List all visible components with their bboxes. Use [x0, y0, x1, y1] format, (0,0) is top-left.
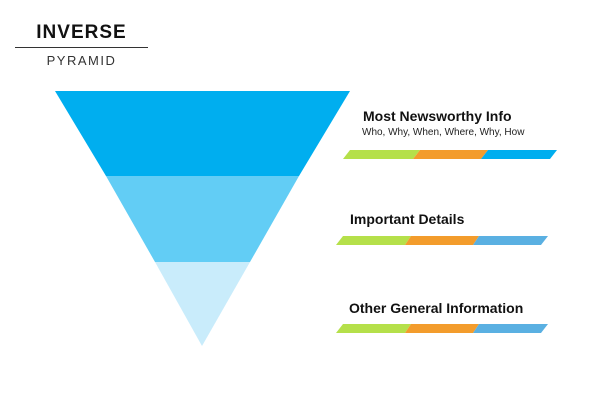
level-2-color-bar — [336, 236, 548, 245]
level-2-bar-blue — [473, 236, 548, 245]
level-3-bar-orange — [405, 324, 479, 333]
title-divider — [15, 47, 148, 48]
pyramid-tier-middle — [106, 176, 299, 262]
level-1-title: Most Newsworthy Info — [363, 108, 512, 124]
diagram-subtitle: PYRAMID — [46, 53, 117, 68]
level-3-color-bar — [336, 324, 548, 333]
diagram-title: INVERSE — [36, 22, 127, 43]
level-1-bar-blue — [481, 150, 557, 159]
level-1-bar-green — [343, 150, 420, 159]
level-3-bar-blue — [473, 324, 548, 333]
level-3-bar-green — [336, 324, 411, 333]
level-1-bar-orange — [413, 150, 488, 159]
level-2-bar-orange — [405, 236, 479, 245]
level-2-bar-green — [336, 236, 411, 245]
pyramid-tier-bottom — [155, 262, 250, 346]
level-1-subtitle: Who, Why, When, Where, Why, How — [362, 127, 525, 138]
pyramid-tier-top — [55, 91, 350, 176]
level-2-title: Important Details — [350, 211, 465, 227]
level-3-title: Other General Information — [349, 300, 524, 316]
level-1-color-bar — [343, 150, 557, 159]
